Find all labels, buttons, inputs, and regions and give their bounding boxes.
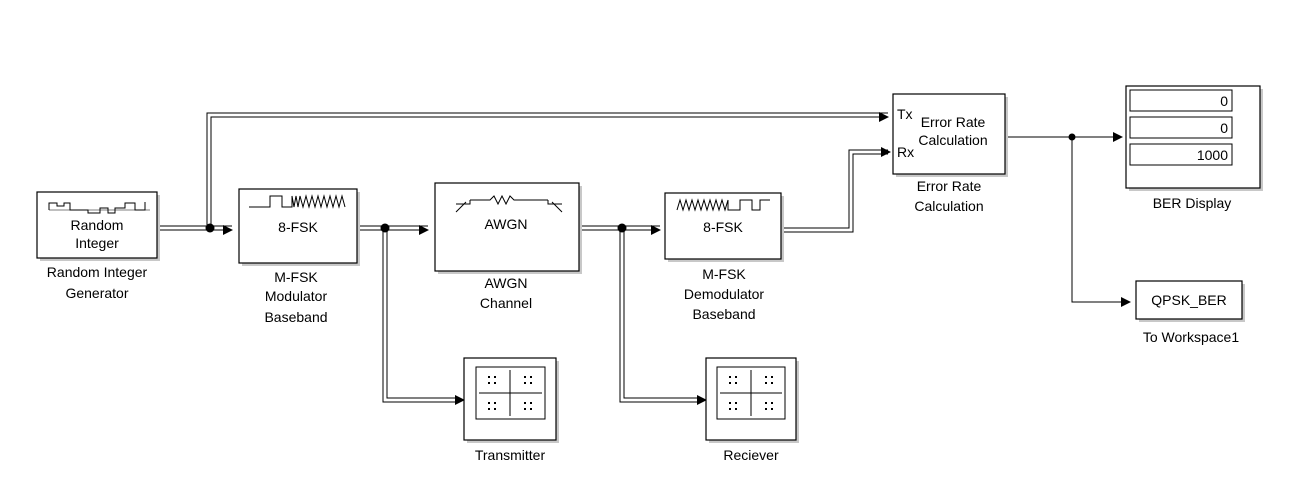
awgn-channel-icon [455,194,563,213]
error-rate-label-line1: Error Rate [917,178,982,194]
mfsk-mod-label-line1: M-FSK [274,269,318,285]
ber-display-field-1 [1129,89,1233,112]
transmitter-constellation-block[interactable] [463,357,559,443]
ber-total-bits-value: 1000 [1197,147,1228,163]
receiver-label: Reciever [723,447,779,463]
mfsk-demod-label-line2: Demodulator [684,286,764,302]
wire-branch-to-receiver[interactable] [619,228,707,405]
ber-error-rate-value: 0 [1220,93,1228,109]
to-workspace-variable-name: QPSK_BER [1151,292,1226,308]
branch-point-3 [617,223,627,233]
mfsk-mod-label-line2: Modulator [265,288,328,304]
error-rate-label-line2: Calculation [914,198,983,214]
random-integer-inner-line2: Integer [75,235,119,251]
ber-display-block[interactable]: 0 0 1000 [1125,85,1263,191]
wire-demod-to-rx[interactable] [780,147,891,233]
mfsk-demod-label-line1: M-FSK [702,266,746,282]
mfsk-mod-label-line3: Baseband [264,309,327,325]
fsk-demodulator-waveform-icon [676,198,770,212]
mfsk-demod-label-line3: Baseband [692,306,755,322]
ber-error-count-value: 0 [1220,120,1228,136]
constellation-diagram-icon [475,366,546,420]
random-integer-inner-line1: Random [71,217,124,233]
error-rate-port-rx: Rx [897,144,914,160]
wire-branch-to-tx[interactable] [206,112,889,228]
to-workspace-block[interactable]: QPSK_BER [1135,280,1245,322]
wire-errorrate-to-outputs[interactable] [1005,132,1131,307]
mfsk-modulator-block[interactable]: 8-FSK [238,188,360,266]
branch-point-1 [205,223,215,233]
random-integer-label-line2: Generator [65,285,128,301]
random-integer-waveform-icon [48,202,146,214]
random-integer-generator-block[interactable]: Random Integer [36,191,160,261]
receiver-constellation-block[interactable] [705,357,799,443]
ber-display-field-3 [1129,143,1233,166]
branch-point-2 [380,223,390,233]
constellation-diagram-icon [716,366,786,420]
transmitter-label: Transmitter [475,447,546,463]
signal-wires [157,112,1131,405]
ber-display-field-2 [1129,116,1233,139]
mfsk-mod-inner-text: 8-FSK [278,219,318,235]
to-workspace-label: To Workspace1 [1143,329,1239,345]
ber-display-label: BER Display [1153,195,1232,211]
mfsk-demod-inner-text: 8-FSK [703,219,743,235]
error-rate-port-tx: Tx [897,106,913,122]
error-rate-calculation-block[interactable]: Tx Rx Error Rate Calculation [892,93,1008,177]
wire-branch-to-transmitter[interactable] [382,228,465,405]
awgn-channel-block[interactable]: AWGN [434,182,582,274]
fsk-modulator-waveform-icon [249,194,346,209]
error-rate-inner-line2: Calculation [918,132,987,148]
awgn-label-line1: AWGN [484,275,527,291]
wire-mod-to-awgn[interactable] [357,225,429,235]
random-integer-label-line1: Random Integer [47,264,148,280]
branch-point-4 [1068,133,1076,141]
awgn-inner-text: AWGN [484,216,527,232]
error-rate-inner-line1: Error Rate [921,114,986,130]
wire-random-to-mod[interactable] [157,225,233,235]
awgn-label-line2: Channel [480,295,532,311]
mfsk-demodulator-block[interactable]: 8-FSK [664,192,784,262]
